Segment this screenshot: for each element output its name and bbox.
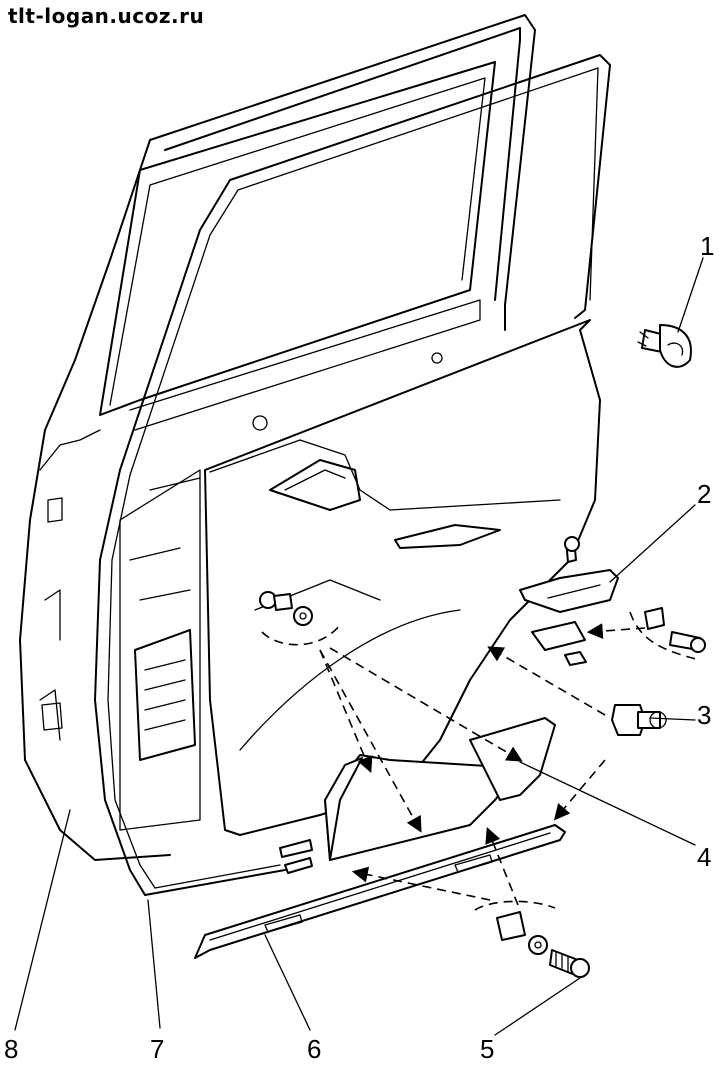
door-shell: [19, 14, 536, 861]
inner-door-panel: [119, 469, 201, 831]
callout-4: 4: [697, 842, 711, 872]
callout-1: 1: [700, 231, 714, 261]
fastener-set-part-5: [474, 900, 590, 978]
callout-labels: 1 2 3 4 5 6 7 8: [4, 231, 714, 1064]
watermark: tlt-logan.ucoz.ru: [8, 4, 205, 28]
callout-6: 6: [307, 1034, 321, 1064]
push-pin-part-3: [611, 704, 667, 736]
door-seal: [94, 54, 611, 896]
callout-2: 2: [697, 479, 711, 509]
handle-bezel-part-2: [519, 536, 706, 666]
assembly-arrows: [261, 623, 646, 906]
leader-lines: [14, 257, 704, 1036]
clip-part-1: [637, 324, 692, 368]
sill-strip: [194, 824, 566, 959]
callout-7: 7: [150, 1034, 164, 1064]
callout-8: 8: [4, 1034, 18, 1064]
callout-5: 5: [480, 1034, 494, 1064]
callout-3: 3: [697, 700, 711, 730]
